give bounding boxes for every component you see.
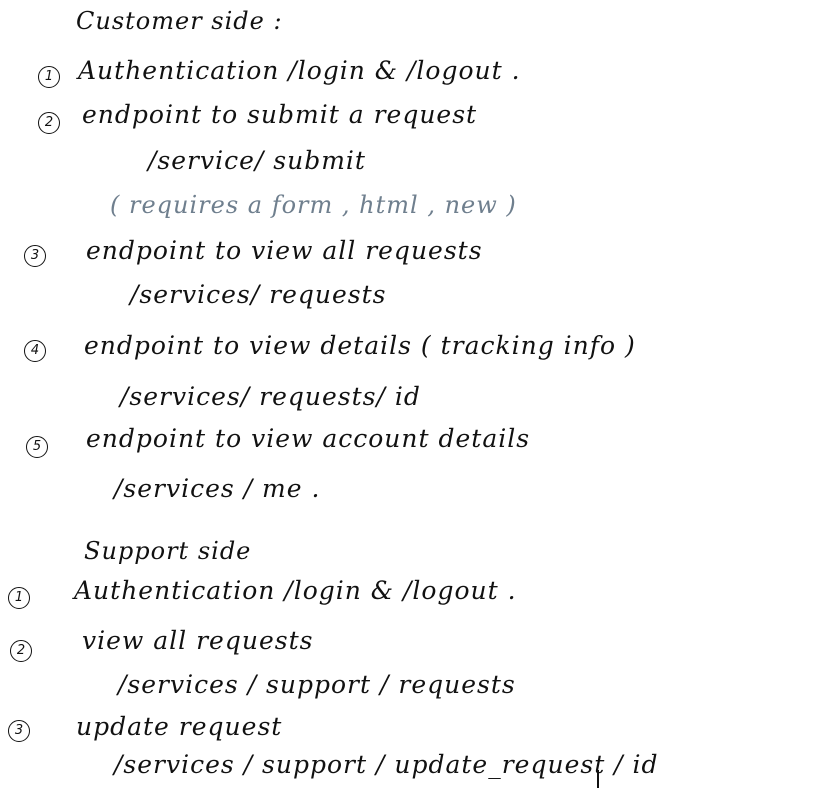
support-item-1-number: 1 bbox=[8, 587, 30, 609]
customer-item-5-path: /services / me . bbox=[114, 474, 321, 503]
customer-item-2-path: /service/ submit bbox=[148, 146, 366, 175]
text-cursor bbox=[597, 770, 599, 788]
support-item-3-text: update request bbox=[76, 712, 283, 741]
support-item-3-number: 3 bbox=[8, 720, 30, 742]
support-item-1-text: Authentication /login & /logout . bbox=[74, 576, 517, 605]
customer-item-2-text: endpoint to submit a request bbox=[82, 100, 478, 129]
customer-item-4-text: endpoint to view details ( tracking info… bbox=[84, 331, 636, 360]
customer-item-3-number: 3 bbox=[24, 245, 46, 267]
support-item-2-path: /services / support / requests bbox=[118, 670, 516, 699]
support-side-heading: Support side bbox=[84, 537, 252, 565]
customer-item-4-number: 4 bbox=[24, 340, 46, 362]
customer-side-heading: Customer side : bbox=[76, 7, 283, 35]
support-item-3-path: /services / support / update_request / i… bbox=[114, 750, 659, 779]
customer-item-3-text: endpoint to view all requests bbox=[86, 236, 483, 265]
customer-item-2-number: 2 bbox=[38, 112, 60, 134]
customer-item-4-path: /services/ requests/ id bbox=[120, 382, 421, 411]
customer-item-2-note: ( requires a form , html , new ) bbox=[110, 191, 517, 219]
customer-item-3-path: /services/ requests bbox=[130, 280, 387, 309]
customer-item-5-text: endpoint to view account details bbox=[86, 424, 531, 453]
support-item-2-text: view all requests bbox=[82, 626, 314, 655]
customer-item-5-number: 5 bbox=[26, 436, 48, 458]
support-item-2-number: 2 bbox=[10, 640, 32, 662]
customer-item-1-text: Authentication /login & /logout . bbox=[78, 56, 521, 85]
customer-item-1-number: 1 bbox=[38, 66, 60, 88]
